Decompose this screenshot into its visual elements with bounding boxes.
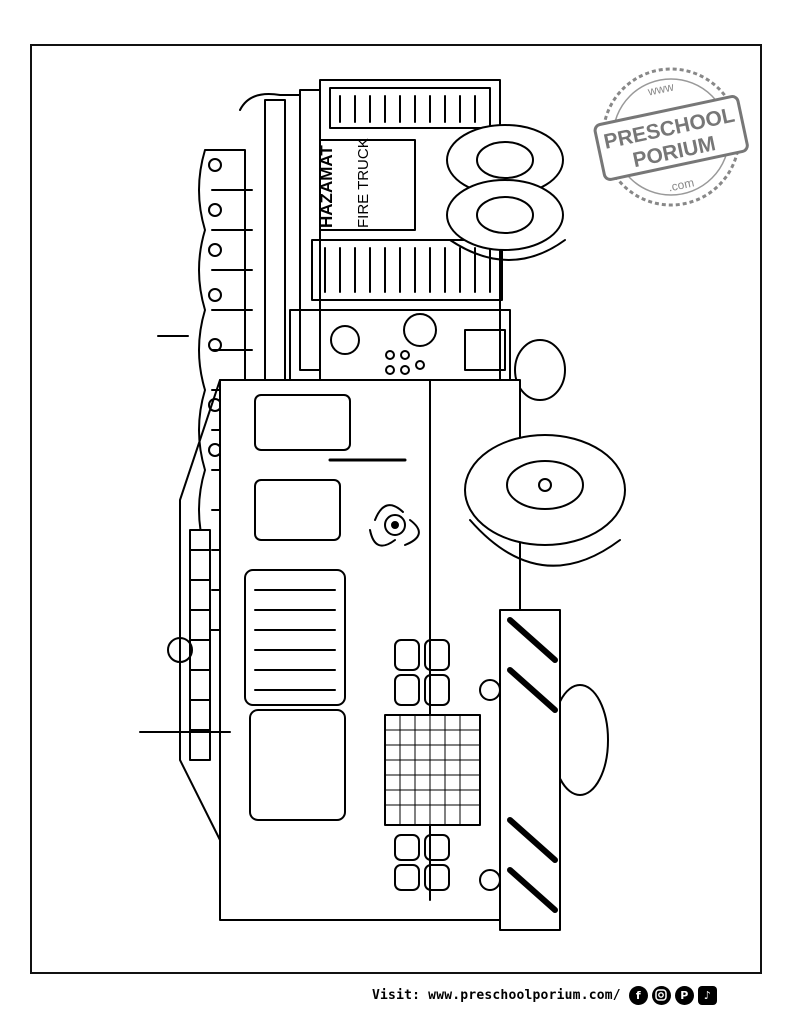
fire-truck-text: FIRE TRUCK [355, 138, 372, 228]
truck-side-lettering: HAZAMAT FIRE TRUCK [317, 138, 372, 228]
social-icons: f P ♪ [628, 985, 717, 1005]
hazmat-text: HAZAMAT [317, 145, 336, 228]
rear-wheels [446, 124, 566, 401]
stamp-top: www [646, 79, 676, 98]
stamp-bottom: .com [667, 175, 695, 194]
pinterest-icon[interactable]: P [674, 985, 694, 1005]
preschool-porium-stamp: www PRESCHOOL PORIUM .com [593, 67, 749, 207]
instagram-icon[interactable] [651, 985, 671, 1005]
biohazard-icon [369, 504, 420, 547]
page-border [30, 44, 762, 974]
tiktok-icon[interactable]: ♪ [697, 985, 717, 1005]
front-wheel [464, 434, 626, 796]
footer: Visit: www.preschoolporium.com/ f P ♪ [372, 983, 717, 1007]
facebook-icon[interactable]: f [628, 985, 648, 1005]
front-lights [394, 639, 450, 891]
visit-website-link[interactable]: Visit: www.preschoolporium.com/ [372, 987, 621, 1003]
